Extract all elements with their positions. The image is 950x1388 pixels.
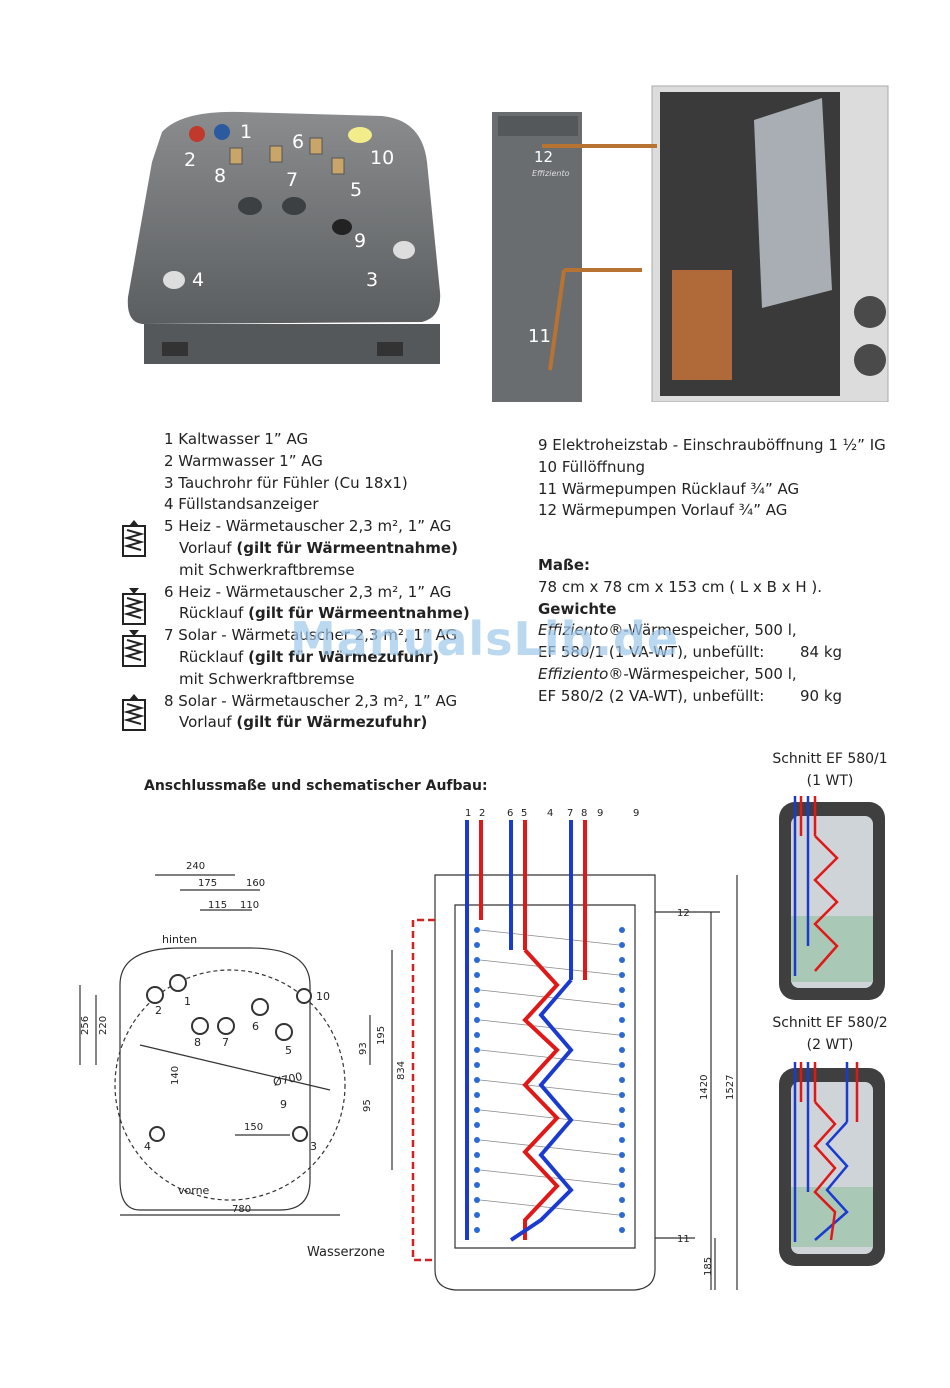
dim-195: 195 <box>376 1026 387 1045</box>
side-port-label: 9 <box>633 808 639 819</box>
weight-line: EF 580/1 (1 VA-WT), unbefüllt:84 kg <box>538 642 868 664</box>
port-label: 9 <box>280 1098 287 1111</box>
legend-item: 7 Solar - Wärmetauscher 2,3 m², 1” AG <box>164 626 458 645</box>
legend-right: 9 Elektroheizstab - Einschrauböffnung 1 … <box>538 435 886 522</box>
dim-150: 150 <box>244 1122 263 1133</box>
side-label-11: 11 <box>677 1234 690 1245</box>
tank-photo-label-5: 5 <box>350 179 362 201</box>
watermark: ManualsLib.de <box>290 612 680 666</box>
legend-item: Rücklauf (gilt für Wärmeentnahme) <box>179 604 470 623</box>
coil-flow-up-icon <box>122 520 146 557</box>
tank-photo-label-1: 1 <box>240 121 252 143</box>
side-port-label: 9 <box>597 808 603 819</box>
port-label: 1 <box>184 995 191 1008</box>
port-label: 2 <box>155 1004 162 1017</box>
section-title: Anschlussmaße und schematischer Aufbau: <box>144 778 488 794</box>
side-port-label: 4 <box>547 808 553 819</box>
dim-140: 140 <box>170 1066 181 1085</box>
legend-item: Vorlauf (gilt für Wärmezufuhr) <box>179 713 428 732</box>
dim-256: 256 <box>80 1016 91 1035</box>
port-label: 5 <box>285 1044 292 1057</box>
port-label: 7 <box>222 1036 229 1049</box>
port-label: 8 <box>194 1036 201 1049</box>
unit-photo-brand: Effiziento <box>532 169 570 178</box>
masse-dims: 78 cm x 78 cm x 153 cm ( L x B x H ). <box>538 577 823 596</box>
dim-780: 780 <box>232 1204 251 1215</box>
schnitt-2-title: Schnitt EF 580/2 (2 WT) <box>772 1015 888 1053</box>
top-view-drawing: 240 175 115 110 160 256 220 140 195 93 8… <box>79 861 407 1216</box>
dim-834: 834 <box>396 1061 407 1080</box>
label-hinten: hinten <box>162 933 197 946</box>
legend-item: 2 Warmwasser 1” AG <box>164 451 323 470</box>
weight-value: 90 kg <box>800 686 843 705</box>
dimensions-weights: Maße: 78 cm x 78 cm x 153 cm ( L x B x H… <box>538 555 868 708</box>
weight-line: Effiziento®-Wärmespeicher, 500 l, <box>538 621 797 640</box>
dim-1420: 1420 <box>699 1075 710 1100</box>
coil-flow-down-icon <box>122 588 146 625</box>
tank-photo-label-4: 4 <box>192 269 204 291</box>
dim-93: 93 <box>358 1042 369 1055</box>
wasserzone-label: Wasserzone <box>307 1245 385 1260</box>
dim-220: 220 <box>98 1016 109 1035</box>
weight-value: 84 kg <box>800 643 843 662</box>
dim-115: 115 <box>208 900 227 911</box>
tank-photo-label-10: 10 <box>370 147 394 169</box>
legend-item: 9 Elektroheizstab - Einschrauböffnung 1 … <box>538 436 886 454</box>
heat-pump-unit-photo: 12 Effiziento 11 <box>492 85 889 402</box>
port-label: 4 <box>144 1140 151 1153</box>
unit-photo-label-11: 11 <box>528 326 551 347</box>
side-label-12: 12 <box>677 908 690 919</box>
legend-item: 10 Füllöffnung <box>538 457 646 476</box>
weight-line: Effiziento®-Wärmespeicher, 500 l, <box>538 664 797 683</box>
dim-95: 95 <box>362 1099 373 1112</box>
label-diameter: Ø700 <box>272 1070 304 1089</box>
tank-photo-label-2: 2 <box>184 149 196 171</box>
legend-item: 3 Tauchrohr für Fühler (Cu 18x1) <box>164 473 408 492</box>
legend-item: 6 Heiz - Wärmetauscher 2,3 m², 1” AG <box>164 582 452 601</box>
label-vorne: vorne <box>178 1184 210 1197</box>
side-port-label: 1 <box>465 808 471 819</box>
weights-heading: Gewichte <box>538 599 617 618</box>
legend-item: 1 Kaltwasser 1” AG <box>164 430 309 448</box>
tank-photo-label-8: 8 <box>214 165 226 187</box>
port-label: 6 <box>252 1020 259 1033</box>
dim-175: 175 <box>198 878 217 889</box>
masse-heading: Maße: <box>538 556 591 574</box>
tank-photo-label-6: 6 <box>292 131 304 153</box>
legend-item: mit Schwerkraftbremse <box>179 560 355 579</box>
schnitt-1-title: Schnitt EF 580/1 (1 WT) <box>772 751 888 789</box>
tank-photo-label-7: 7 <box>286 169 298 191</box>
dim-1527: 1527 <box>725 1075 736 1100</box>
legend-item: 11 Wärmepumpen Rücklauf ¾” AG <box>538 479 800 498</box>
side-port-label: 6 <box>507 808 513 819</box>
port-label: 3 <box>310 1140 317 1153</box>
side-port-label: 5 <box>521 808 527 819</box>
side-port-label: 2 <box>479 808 485 819</box>
tank-photo-label-3: 3 <box>366 269 378 291</box>
port-label: 10 <box>316 990 330 1003</box>
dim-185: 185 <box>703 1257 714 1276</box>
legend-item: Rücklauf (gilt für Wärmezufuhr) <box>179 647 440 666</box>
legend-left: 1 Kaltwasser 1” AG 2 Warmwasser 1” AG 3 … <box>164 429 470 734</box>
side-view-schematic: 1 2 6 5 4 7 8 9 9 12 11 1420 1527 185 Wa… <box>307 808 738 1291</box>
dim-240: 240 <box>186 861 205 872</box>
legend-item: Vorlauf (gilt für Wärmeentnahme) <box>179 538 458 557</box>
coil-flow-down-icon <box>122 630 146 667</box>
weight-line: EF 580/2 (2 VA-WT), unbefüllt:90 kg <box>538 686 868 708</box>
legend-item: mit Schwerkraftbremse <box>179 669 355 688</box>
coil-flow-up-icon <box>122 694 146 731</box>
side-port-label: 8 <box>581 808 587 819</box>
schnitt-1-drawing <box>779 796 885 1000</box>
legend-item: 4 Füllstandsanzeiger <box>164 495 319 514</box>
legend-item: 12 Wärmepumpen Vorlauf ¾” AG <box>538 501 788 520</box>
dim-160: 160 <box>246 878 265 889</box>
side-port-label: 7 <box>567 808 573 819</box>
unit-photo-label-12: 12 <box>534 148 553 166</box>
tank-photo-label-9: 9 <box>354 230 366 252</box>
tank-top-photo: 1 2 8 7 6 10 5 9 4 3 <box>127 111 441 364</box>
dim-110: 110 <box>240 900 259 911</box>
legend-item: 5 Heiz - Wärmetauscher 2,3 m², 1” AG <box>164 517 452 536</box>
schnitt-2-drawing <box>779 1062 885 1266</box>
legend-item: 8 Solar - Wärmetauscher 2,3 m², 1” AG <box>164 691 458 710</box>
